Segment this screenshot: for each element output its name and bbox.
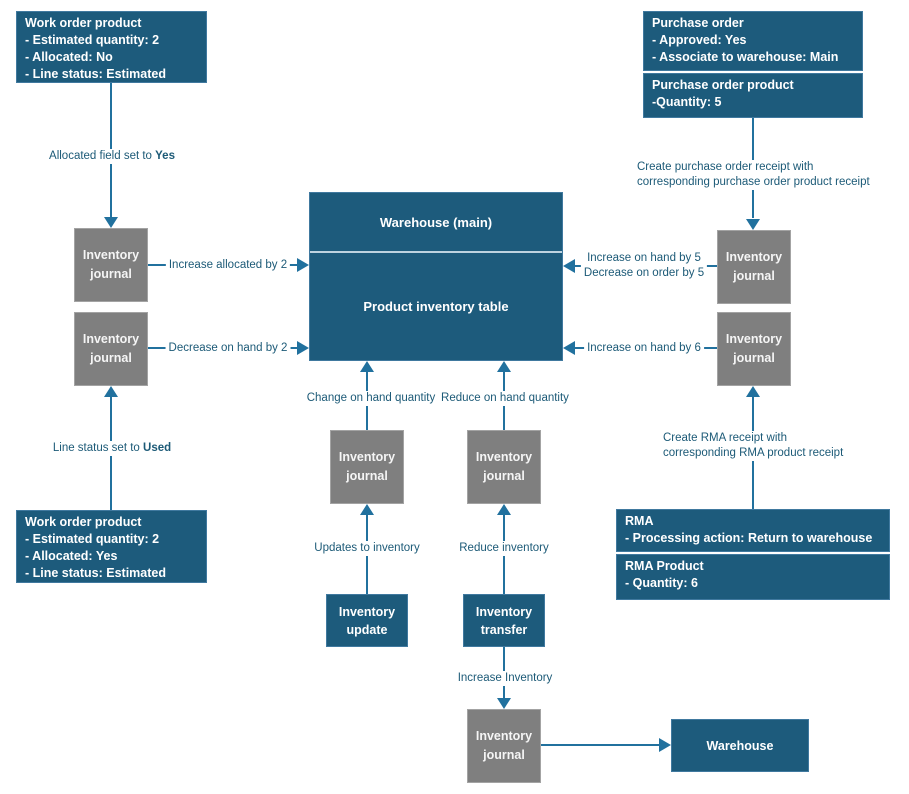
journal-line: Inventory xyxy=(475,450,533,464)
arrowhead-right-icon xyxy=(659,738,671,752)
label-increase-5-decrease-5: Increase on hand by 5 Decrease on order … xyxy=(580,251,708,281)
warehouse-main-box: Warehouse (main) Product inventory table xyxy=(309,192,563,361)
box-title: RMA xyxy=(625,514,654,528)
label-line: Create purchase order receipt with xyxy=(637,161,814,173)
inventory-journal-right-1: Inventory journal xyxy=(717,230,791,304)
box-title: Work order product xyxy=(25,16,142,30)
label-reduce-inventory: Reduce inventory xyxy=(456,541,552,556)
label-line: Create RMA receipt with xyxy=(663,432,787,444)
arrowhead-up-icon xyxy=(746,386,760,397)
journal-line: Inventory xyxy=(725,332,783,346)
label-reduce-on-hand: Reduce on hand quantity xyxy=(438,391,572,406)
box-line: - Line status: Estimated xyxy=(25,566,166,580)
journal-line: journal xyxy=(483,748,525,762)
box-line: - Estimated quantity: 2 xyxy=(25,532,160,546)
journal-line: journal xyxy=(90,267,132,281)
box-line: Inventory xyxy=(338,604,396,619)
label-decrease-on-hand-2: Decrease on hand by 2 xyxy=(165,341,291,356)
inventory-journal-left-1: Inventory journal xyxy=(74,228,148,302)
rma-product-box: RMA Product - Quantity: 6 xyxy=(616,554,890,600)
product-inventory-table-label: Product inventory table xyxy=(363,299,509,314)
label-bold-text: Used xyxy=(143,442,172,454)
label-increase-on-hand-6: Increase on hand by 6 xyxy=(584,341,704,356)
label-po-receipt: Create purchase order receipt with corre… xyxy=(634,160,873,190)
journal-line: journal xyxy=(733,269,775,283)
label-line: Decrease on order by 5 xyxy=(583,267,705,279)
journal-line: Inventory xyxy=(725,250,783,264)
box-line: Inventory xyxy=(475,604,533,619)
journal-line: Inventory xyxy=(82,332,140,346)
rma-box: RMA - Processing action: Return to wareh… xyxy=(616,509,890,552)
journal-line: Inventory xyxy=(338,450,396,464)
box-title: Purchase order xyxy=(652,16,744,30)
arrowhead-up-icon xyxy=(360,504,374,515)
box-line: - Associate to warehouse: Main xyxy=(652,50,839,64)
box-line: - Quantity: 6 xyxy=(625,576,698,590)
arrowhead-up-icon xyxy=(104,386,118,397)
label-line: Increase on hand by 5 xyxy=(587,252,701,264)
box-title: Warehouse xyxy=(706,738,774,753)
purchase-order-product-box: Purchase order product -Quantity: 5 xyxy=(643,73,863,118)
label-bold-text: Yes xyxy=(155,150,175,162)
arrowhead-right-icon xyxy=(297,258,309,272)
inventory-update-box: Inventory update xyxy=(326,594,408,647)
purchase-order-box: Purchase order - Approved: Yes - Associa… xyxy=(643,11,863,71)
label-rma-receipt: Create RMA receipt with corresponding RM… xyxy=(660,431,847,461)
label-increase-inventory: Increase Inventory xyxy=(454,671,556,686)
arrowhead-right-icon xyxy=(297,341,309,355)
box-title: RMA Product xyxy=(625,559,704,573)
section-divider xyxy=(310,251,562,253)
box-line: update xyxy=(346,622,388,637)
inventory-journal-left-2: Inventory journal xyxy=(74,312,148,386)
label-change-on-hand: Change on hand quantity xyxy=(303,391,439,406)
inventory-journal-update: Inventory journal xyxy=(330,430,404,504)
label-text: Allocated field set to xyxy=(49,150,156,162)
arrowhead-down-icon xyxy=(746,219,760,230)
label-text: Line status set to xyxy=(52,442,144,454)
journal-line: journal xyxy=(733,351,775,365)
label-line: corresponding purchase order product rec… xyxy=(637,176,870,188)
inventory-journal-bottom: Inventory journal xyxy=(467,709,541,783)
box-line: transfer xyxy=(480,622,528,637)
work-order-product-box-1: Work order product - Estimated quantity:… xyxy=(16,11,207,83)
warehouse-main-title: Warehouse (main) xyxy=(379,214,493,230)
box-line: - Processing action: Return to warehouse xyxy=(625,531,873,545)
journal-line: Inventory xyxy=(475,729,533,743)
box-line: - Line status: Estimated xyxy=(25,67,166,81)
work-order-product-box-2: Work order product - Estimated quantity:… xyxy=(16,510,207,583)
box-line: -Quantity: 5 xyxy=(652,95,722,109)
connector-line xyxy=(541,744,661,746)
inventory-journal-transfer: Inventory journal xyxy=(467,430,541,504)
box-line: - Allocated: No xyxy=(25,50,113,64)
box-line: - Allocated: Yes xyxy=(25,549,118,563)
journal-line: journal xyxy=(483,469,525,483)
arrowhead-down-icon xyxy=(497,698,511,709)
arrowhead-down-icon xyxy=(104,217,118,228)
box-line: - Approved: Yes xyxy=(652,33,747,47)
journal-line: journal xyxy=(346,469,388,483)
label-updates-to-inventory: Updates to inventory xyxy=(311,541,423,556)
arrowhead-left-icon xyxy=(563,341,575,355)
arrowhead-left-icon xyxy=(563,259,575,273)
label-line-status-set: Line status set to Used xyxy=(49,441,175,456)
arrowhead-up-icon xyxy=(497,361,511,372)
arrowhead-up-icon xyxy=(360,361,374,372)
box-title: Work order product xyxy=(25,515,142,529)
inventory-transfer-box: Inventory transfer xyxy=(463,594,545,647)
inventory-journal-right-2: Inventory journal xyxy=(717,312,791,386)
warehouse-box: Warehouse xyxy=(671,719,809,772)
journal-line: journal xyxy=(90,351,132,365)
label-increase-allocated: Increase allocated by 2 xyxy=(165,258,291,273)
journal-line: Inventory xyxy=(82,248,140,262)
box-title: Purchase order product xyxy=(652,78,794,92)
label-line: corresponding RMA product receipt xyxy=(663,447,844,459)
arrowhead-up-icon xyxy=(497,504,511,515)
box-line: - Estimated quantity: 2 xyxy=(25,33,160,47)
label-allocated-set: Allocated field set to Yes xyxy=(46,149,178,164)
